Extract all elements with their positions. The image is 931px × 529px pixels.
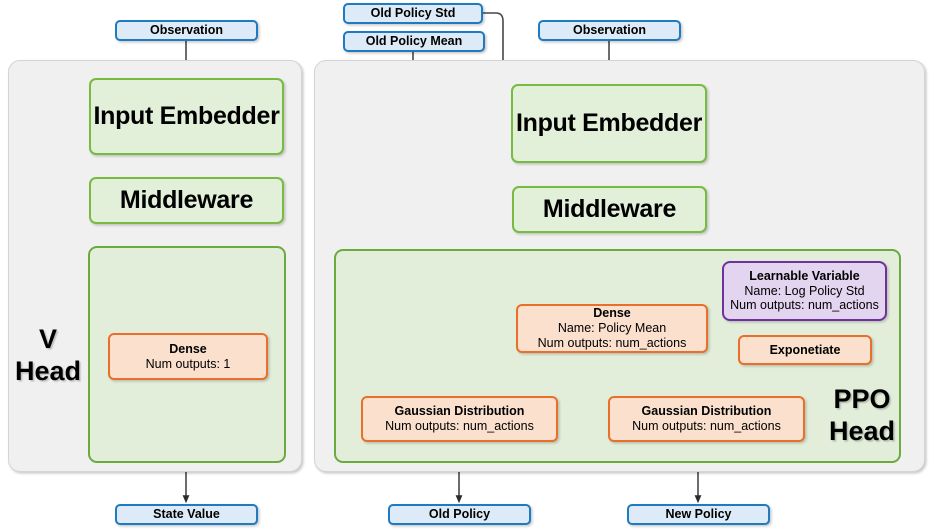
- gaussian-distribution-new-block[interactable]: Gaussian Distribution Num outputs: num_a…: [608, 396, 805, 442]
- v-head-middleware-label: Middleware: [119, 185, 254, 214]
- gaussian-new-line2: Num outputs: num_actions: [632, 419, 781, 433]
- v-head-input-embedder-label: Input Embedder: [93, 101, 280, 130]
- learnable-variable-line3: Num outputs: num_actions: [730, 298, 879, 313]
- io-old-policy-std[interactable]: Old Policy Std: [343, 3, 483, 24]
- ppo-head-input-embedder-block[interactable]: Input Embedder: [511, 84, 707, 163]
- io-old-policy[interactable]: Old Policy: [388, 504, 531, 525]
- exponentiate-block[interactable]: Exponetiate: [738, 335, 872, 365]
- dense-policy-mean-line2: Name: Policy Mean: [557, 321, 667, 336]
- v-head-middleware-block[interactable]: Middleware: [89, 177, 284, 224]
- dense-policy-mean-block[interactable]: Dense Name: Policy Mean Num outputs: num…: [516, 304, 708, 353]
- io-observation-left[interactable]: Observation: [115, 20, 258, 41]
- ppo-head-caption-line1: PPO: [833, 384, 891, 415]
- v-head-dense-block[interactable]: Dense Num outputs: 1: [108, 333, 268, 380]
- ppo-head-middleware-block[interactable]: Middleware: [512, 186, 707, 233]
- gaussian-old-title: Gaussian Distribution: [394, 404, 525, 419]
- v-head-dense-title: Dense: [169, 341, 207, 356]
- learnable-variable-title: Learnable Variable: [749, 268, 860, 283]
- ppo-head-caption-line2: Head: [828, 416, 896, 446]
- io-state-value[interactable]: State Value: [115, 504, 258, 525]
- learnable-variable-line2: Name: Log Policy Std: [744, 283, 865, 298]
- io-new-policy[interactable]: New Policy: [627, 504, 770, 525]
- gaussian-distribution-old-block[interactable]: Gaussian Distribution Num outputs: num_a…: [361, 396, 558, 442]
- ppo-head-caption: PPO Head: [820, 384, 904, 447]
- io-old-policy-std-label: Old Policy Std: [370, 6, 456, 21]
- ppo-head-input-embedder-label: Input Embedder: [515, 108, 703, 137]
- gaussian-old-line2: Num outputs: num_actions: [385, 419, 534, 433]
- dense-policy-mean-line3: Num outputs: num_actions: [537, 335, 687, 350]
- v-head-caption-line2: Head: [14, 356, 82, 386]
- v-head-caption: V Head: [10, 324, 86, 387]
- exponentiate-title: Exponetiate: [769, 342, 841, 357]
- gaussian-new-title: Gaussian Distribution: [641, 404, 772, 419]
- learnable-variable-block[interactable]: Learnable Variable Name: Log Policy Std …: [722, 261, 887, 321]
- ppo-head-middleware-label: Middleware: [542, 194, 677, 223]
- v-head-dense-line2: Num outputs: 1: [145, 356, 231, 371]
- io-state-value-label: State Value: [153, 507, 220, 522]
- io-old-policy-mean-label: Old Policy Mean: [365, 34, 463, 49]
- io-observation-right-label: Observation: [573, 23, 646, 38]
- io-old-policy-label: Old Policy: [428, 507, 491, 522]
- io-old-policy-mean[interactable]: Old Policy Mean: [343, 31, 485, 52]
- io-observation-right[interactable]: Observation: [538, 20, 681, 41]
- dense-policy-mean-title: Dense: [593, 306, 631, 321]
- io-observation-left-label: Observation: [150, 23, 223, 38]
- io-new-policy-label: New Policy: [665, 507, 732, 522]
- v-head-input-embedder-block[interactable]: Input Embedder: [89, 78, 284, 155]
- v-head-caption-line1: V: [38, 324, 57, 355]
- arrow-old-policy-std-to-gaussian-old: [483, 12, 507, 399]
